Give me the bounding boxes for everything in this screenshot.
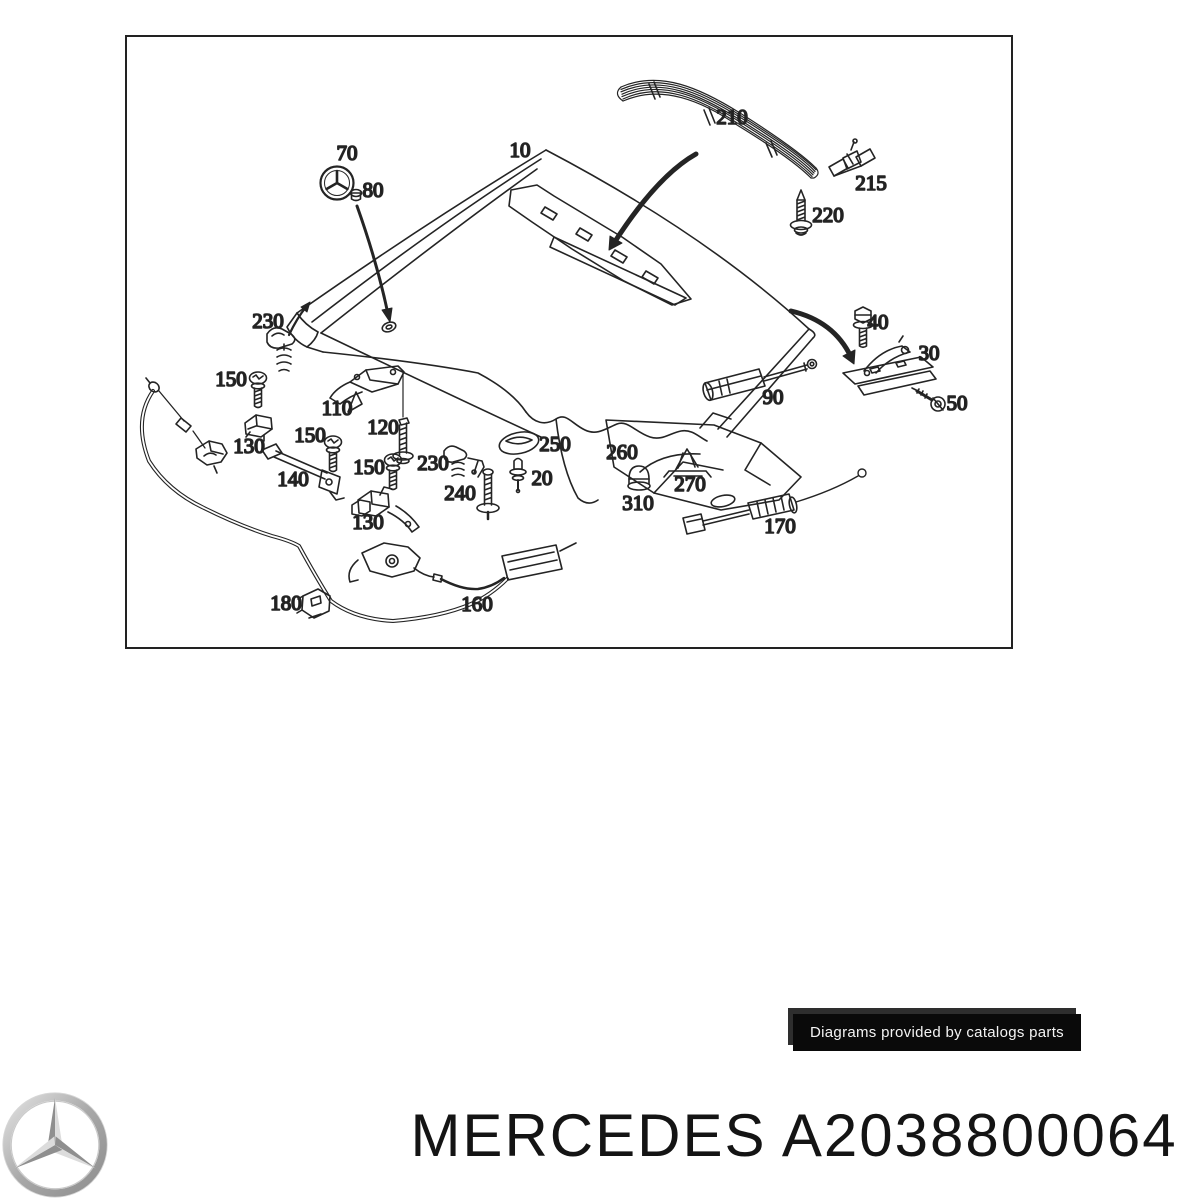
clip-180	[296, 588, 331, 619]
release-cable-160	[139, 377, 509, 623]
part-label-130: 130	[352, 510, 384, 534]
grommet-80	[349, 188, 363, 202]
part-label-50: 50	[947, 391, 968, 415]
front-under-panel	[605, 412, 802, 511]
buffer-spring-230b	[443, 445, 485, 478]
arrow-grommet-to-hole	[355, 204, 393, 323]
badge-hole	[381, 321, 397, 333]
arrow-buffer-to-tip	[287, 301, 311, 337]
screw-220	[789, 189, 813, 236]
part-label-240: 240	[444, 481, 476, 505]
clip-130a	[244, 414, 273, 442]
screw-150a	[248, 371, 268, 409]
diagram-frame	[125, 35, 1013, 649]
hood-latch-160	[348, 542, 577, 591]
part-label-150: 150	[353, 455, 385, 479]
mercedes-star-icon	[2, 1092, 108, 1198]
bolt-50	[911, 387, 946, 412]
part-label-10: 10	[510, 138, 531, 162]
part-label-120: 120	[367, 415, 399, 439]
screw-150b	[323, 435, 343, 473]
part-label-220: 220	[812, 203, 844, 227]
lock-130b	[351, 486, 420, 533]
part-label-130: 130	[233, 434, 265, 458]
part-label-40: 40	[868, 310, 889, 334]
part-label-150: 150	[294, 423, 326, 447]
part-label-230: 230	[417, 451, 449, 475]
rivet-20	[509, 457, 527, 494]
bolt-40	[852, 306, 874, 349]
hood-reinforcement	[508, 184, 692, 306]
hinge-30	[842, 335, 937, 396]
bolt-120	[392, 417, 414, 465]
rod-140	[261, 443, 345, 501]
part-label-140: 140	[277, 467, 309, 491]
part-label-160: 160	[461, 592, 493, 616]
gas-strut-90	[702, 358, 818, 402]
part-label-310: 310	[622, 491, 654, 515]
plate-250	[498, 431, 540, 455]
part-label-20: 20	[532, 466, 553, 490]
credits-banner: Diagrams provided by catalogs parts	[793, 1014, 1081, 1051]
hood-panel	[286, 149, 816, 504]
part-label-260: 260	[606, 440, 638, 464]
release-handle-170	[682, 468, 867, 535]
arrow-hood-to-hinge	[788, 308, 856, 365]
cable-lock-body	[195, 440, 228, 474]
part-label-215: 215	[855, 171, 887, 195]
mercedes-logo	[2, 1092, 108, 1198]
safety-catch-110	[329, 365, 405, 413]
part-label-250: 250	[539, 432, 571, 456]
arrow-grille-to-cowl	[608, 151, 699, 251]
part-label-170: 170	[764, 514, 796, 538]
footer-title: MERCEDES A2038800064	[410, 1102, 1178, 1169]
part-label-230: 230	[252, 309, 284, 333]
part-label-80: 80	[363, 178, 384, 202]
part-label-270: 270	[674, 472, 706, 496]
star-emblem-70	[319, 165, 355, 201]
part-label-150: 150	[215, 367, 247, 391]
part-label-70: 70	[337, 141, 358, 165]
part-label-110: 110	[322, 396, 353, 420]
buffer-310	[627, 465, 651, 491]
stud-240	[476, 468, 500, 521]
clip-215	[828, 138, 876, 177]
part-label-90: 90	[763, 385, 784, 409]
cowl-grille-210	[616, 79, 819, 179]
buffer-spring-230a	[266, 327, 296, 372]
part-label-180: 180	[270, 591, 302, 615]
cone-clip-270	[663, 448, 712, 478]
part-label-210: 210	[716, 105, 748, 129]
part-label-30: 30	[919, 341, 940, 365]
